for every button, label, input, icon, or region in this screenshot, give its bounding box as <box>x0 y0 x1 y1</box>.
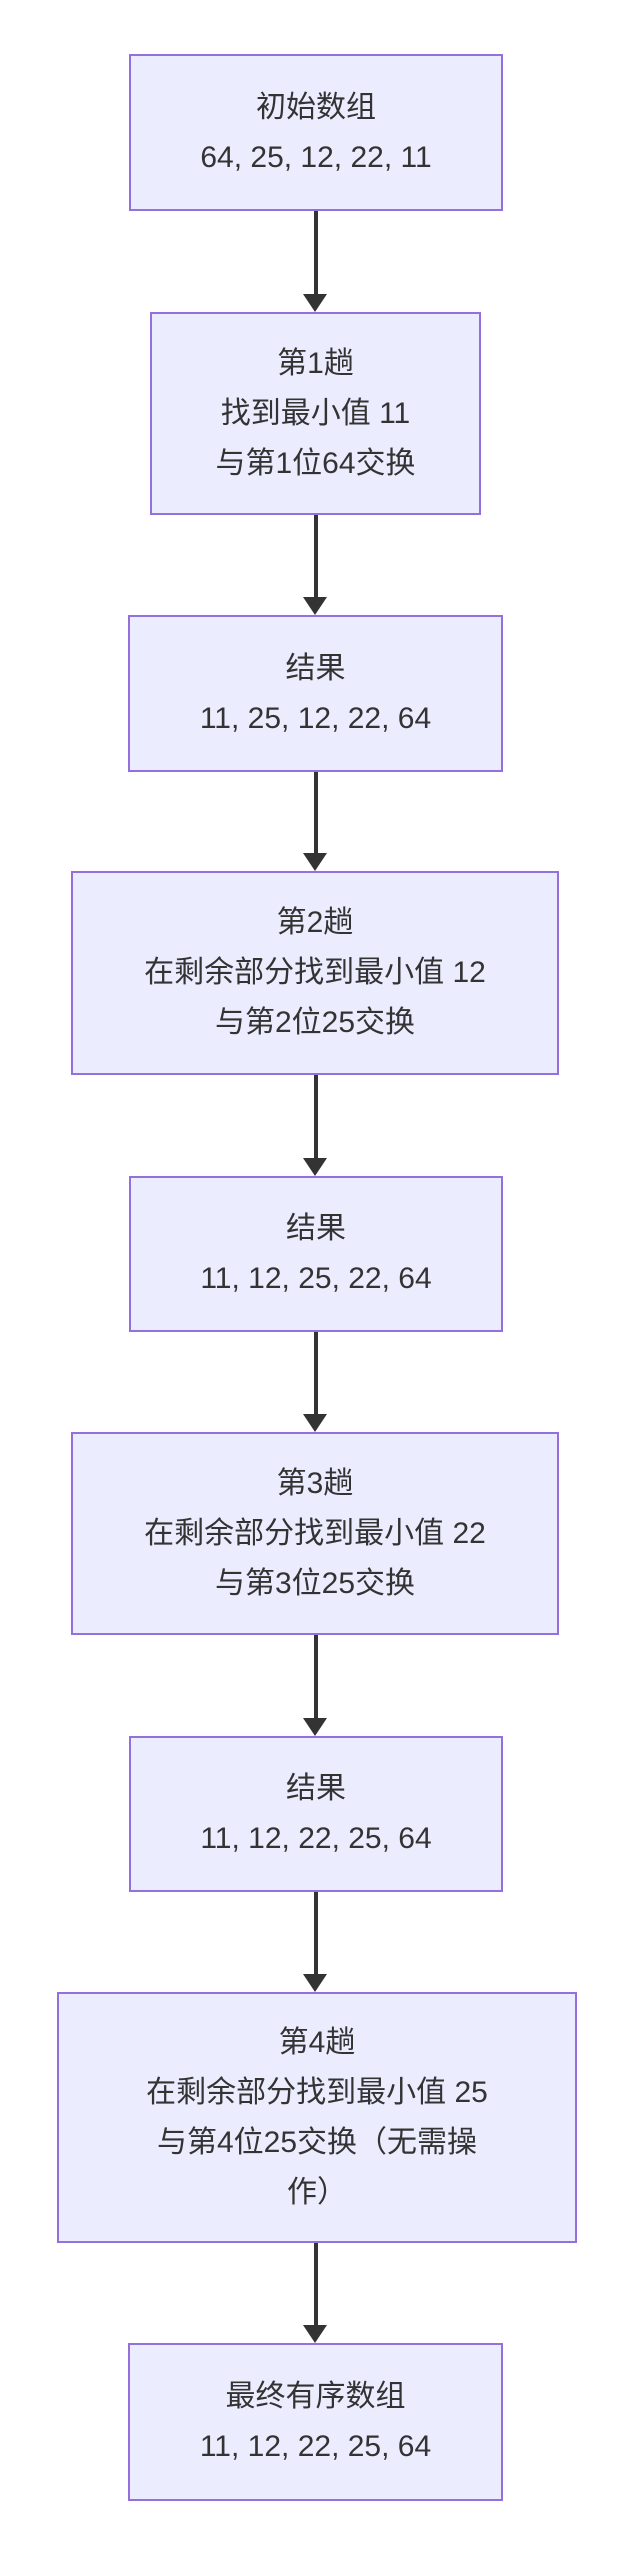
arrow-line <box>313 1332 318 1417</box>
node-initial-array: 初始数组 64, 25, 12, 22, 11 <box>129 54 503 211</box>
arrow-head-icon <box>303 1414 327 1432</box>
node-text-line: 结果 <box>286 1212 346 1245</box>
arrow-line <box>313 1635 318 1721</box>
arrow-line <box>313 772 318 856</box>
arrow-head-icon <box>303 1718 327 1736</box>
node-text-line: 结果 <box>285 651 346 685</box>
arrow-head-icon <box>303 597 327 615</box>
node-text-line: 第3趟 <box>276 1466 354 1500</box>
arrow-head-icon <box>303 2325 327 2343</box>
node-text-line: 与第2位25交换 <box>214 1006 416 1039</box>
node-text-line: 与第4位25交换（无需操 <box>156 2125 478 2159</box>
arrow-line <box>313 1075 318 1161</box>
flow-arrow-3 <box>303 772 328 871</box>
arrow-head-icon <box>303 1974 327 1992</box>
node-result-3: 结果 11, 12, 22, 25, 64 <box>129 1736 503 1892</box>
flow-arrow-8 <box>303 2243 328 2343</box>
node-text-line: 与第3位25交换 <box>214 1566 416 1600</box>
flow-arrow-2 <box>303 515 328 615</box>
node-text-line: 作） <box>287 2175 347 2209</box>
arrow-head-icon <box>303 294 327 312</box>
node-text-line: 64, 25, 12, 22, 11 <box>200 140 432 174</box>
node-pass-4: 第4趟 在剩余部分找到最小值 25 与第4位25交换（无需操 作） <box>57 1992 577 2243</box>
node-text-line: 在剩余部分找到最小值 12 <box>144 956 486 989</box>
arrow-line <box>313 2243 318 2328</box>
node-result-2: 结果 11, 12, 25, 22, 64 <box>129 1176 503 1332</box>
flow-arrow-7 <box>303 1892 328 1992</box>
node-pass-3: 第3趟 在剩余部分找到最小值 22 与第3位25交换 <box>71 1432 559 1635</box>
node-text-line: 11, 12, 22, 25, 64 <box>199 2430 432 2463</box>
node-text-line: 与第1位64交换 <box>215 446 416 480</box>
arrow-line <box>313 1892 318 1977</box>
node-text-line: 在剩余部分找到最小值 22 <box>144 1516 486 1550</box>
node-text-line: 第4趟 <box>278 2025 356 2059</box>
node-text-line: 结果 <box>286 1772 346 1805</box>
node-text-line: 在剩余部分找到最小值 25 <box>146 2075 488 2109</box>
node-text-line: 找到最小值 11 <box>220 396 411 430</box>
arrow-head-icon <box>303 1158 327 1176</box>
node-text-line: 最终有序数组 <box>225 2380 406 2413</box>
flow-arrow-4 <box>303 1075 328 1176</box>
node-text-line: 11, 25, 12, 22, 64 <box>199 701 432 735</box>
node-pass-2: 第2趟 在剩余部分找到最小值 12 与第2位25交换 <box>71 871 559 1075</box>
node-text-line: 初始数组 <box>256 90 376 124</box>
node-text-line: 11, 12, 22, 25, 64 <box>200 1822 432 1855</box>
node-result-1: 结果 11, 25, 12, 22, 64 <box>128 615 503 772</box>
arrow-line <box>313 515 318 600</box>
flow-arrow-6 <box>303 1635 328 1736</box>
node-final-sorted-array: 最终有序数组 11, 12, 22, 25, 64 <box>128 2343 503 2501</box>
arrow-line <box>313 211 318 297</box>
arrow-head-icon <box>303 853 327 871</box>
flow-arrow-1 <box>303 211 328 312</box>
node-text-line: 第1趟 <box>277 346 354 380</box>
node-text-line: 11, 12, 25, 22, 64 <box>200 1262 432 1295</box>
flow-arrow-5 <box>303 1332 328 1432</box>
node-pass-1: 第1趟 找到最小值 11 与第1位64交换 <box>150 312 481 515</box>
node-text-line: 第2趟 <box>276 906 354 939</box>
